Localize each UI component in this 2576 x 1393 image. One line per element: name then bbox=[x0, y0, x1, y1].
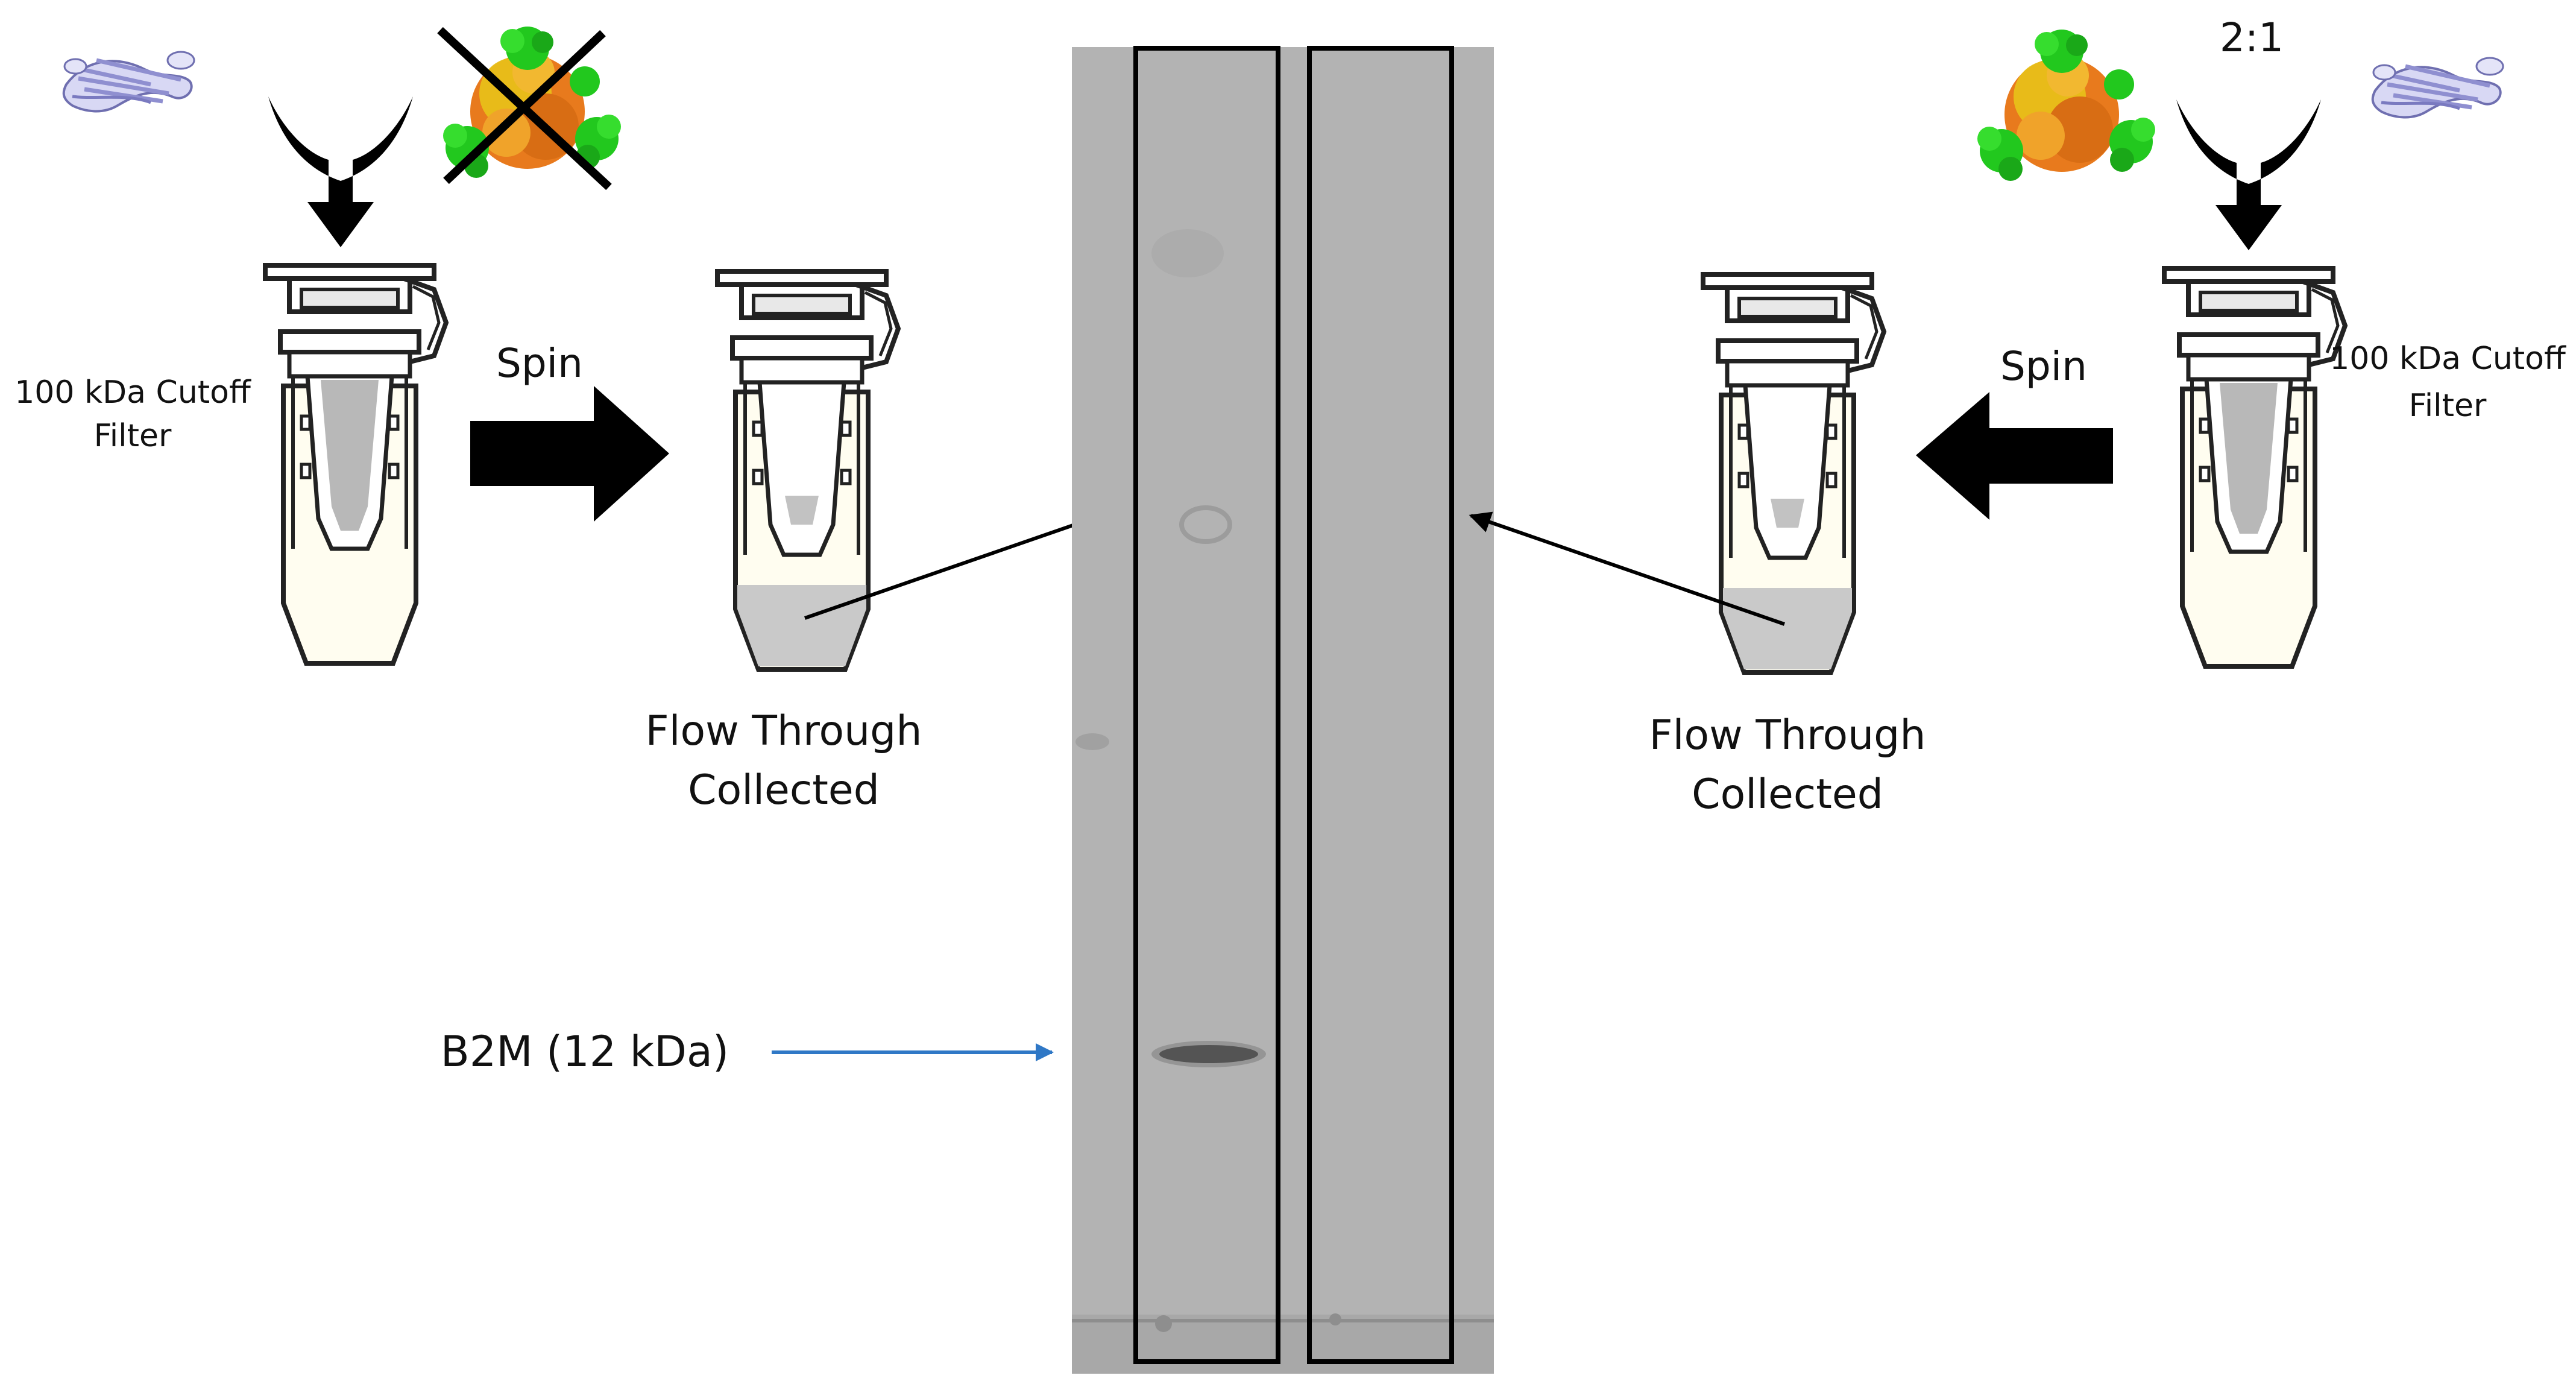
flow-through-tube-right bbox=[1703, 274, 1884, 672]
b2m-protein-icon-right bbox=[2373, 58, 2503, 117]
spin-label-right: Spin bbox=[2000, 343, 2087, 390]
flow-through-tube-left bbox=[717, 271, 898, 669]
gel-lane-2 bbox=[1307, 46, 1454, 1364]
filter-label-right-line2: Filter bbox=[2409, 388, 2487, 424]
filter-tube-left bbox=[265, 265, 446, 663]
spin-label-left: Spin bbox=[496, 340, 583, 387]
filter-label-right-line1: 100 kDa Cutoff bbox=[2329, 341, 2566, 377]
b2m-protein-icon-left bbox=[64, 52, 194, 111]
protein-complex-crossed-out bbox=[437, 27, 621, 191]
curved-down-arrow-left bbox=[268, 96, 413, 247]
flow-through-label-left-line2: Collected bbox=[688, 766, 880, 814]
flow-through-label-left-line1: Flow Through bbox=[646, 707, 922, 755]
pointer-arrow-left bbox=[804, 505, 1121, 620]
filter-tube-right bbox=[2164, 268, 2345, 666]
curved-down-arrow-right bbox=[2176, 100, 2321, 250]
gel-lane-1 bbox=[1133, 46, 1280, 1364]
filter-label-left-line2: Filter bbox=[94, 418, 172, 454]
spin-arrow-left bbox=[1916, 392, 2113, 520]
filter-label-left-line1: 100 kDa Cutoff bbox=[14, 374, 251, 411]
flow-through-label-right-line1: Flow Through bbox=[1649, 712, 1926, 759]
flow-through-label-right-line2: Collected bbox=[1692, 771, 1883, 818]
b2m-band bbox=[1159, 1045, 1258, 1063]
ratio-label: 2:1 bbox=[2220, 14, 2284, 61]
protein-complex-icon-right bbox=[1977, 30, 2155, 181]
gel-image bbox=[1072, 46, 1494, 1374]
pointer-arrow-right bbox=[1469, 511, 1785, 626]
marker-label: B2M (12 kDa) bbox=[441, 1027, 729, 1076]
spin-arrow-right bbox=[470, 386, 669, 522]
